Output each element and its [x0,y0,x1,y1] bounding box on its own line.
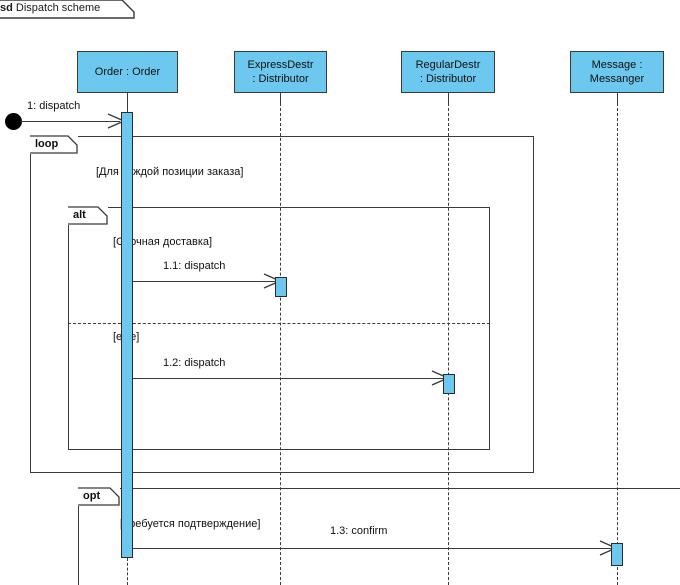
message-label-dispatch-express: 1.1: dispatch [163,260,226,272]
fragment-alt-operator-label: alt [73,209,86,221]
fragment-opt-operator-tab: opt [78,487,120,506]
message-label-dispatch-initial: 1: dispatch [27,100,81,112]
lifeline-line-regular-stub [448,93,449,103]
lifeline-label-messenger-line1: Message : [591,59,643,71]
fragment-opt-guard: [Требуется подтверждение] [120,518,261,530]
message-line-dispatch-regular [133,378,444,379]
activation-bar-order[interactable] [121,112,133,558]
message-label-dispatch-regular: 1.2: dispatch [163,357,226,369]
fragment-opt-operator-label: opt [83,490,101,502]
start-point [5,113,22,130]
lifeline-label-order-line1: Order : Order [94,66,161,78]
fragment-loop[interactable] [30,136,534,473]
fragment-loop-operator-tab: loop [30,135,78,154]
fragment-alt-operand-divider [68,323,490,324]
lifeline-label-messenger-line2: Messanger [589,73,645,85]
frame-title-tab [0,0,135,19]
lifeline-line-express [280,103,281,585]
activation-bar-express[interactable] [275,277,287,297]
lifeline-head-order[interactable]: Order : Order [77,51,178,93]
lifeline-line-express-stub [280,93,281,103]
diagram-title-text: Dispatch scheme [15,2,101,14]
lifeline-line-regular [448,103,449,585]
diagram-kind-keyword: sd [0,2,13,14]
message-label-confirm-messenger: 1.3: confirm [330,525,388,537]
lifeline-line-messenger-stub [617,93,618,103]
lifeline-head-express[interactable]: ExpressDestr : Distributor [234,51,327,93]
fragment-loop-guard: [Для каждой позиции заказа] [96,166,244,178]
activation-bar-regular[interactable] [443,374,455,394]
lifeline-line-order-tail [127,558,128,585]
lifeline-line-messenger [617,103,618,585]
message-line-dispatch-initial [20,121,120,122]
fragment-alt[interactable] [68,207,490,450]
lifeline-head-regular[interactable]: RegularDestr : Distributor [401,51,495,93]
lifeline-label-express-line2: : Distributor [252,73,309,85]
activation-bar-messenger[interactable] [611,543,623,566]
lifeline-label-regular-line1: RegularDestr [415,59,481,71]
lifeline-label-express-line1: ExpressDestr [247,59,314,71]
fragment-loop-operator-label: loop [35,138,59,150]
diagram-title: sd Dispatch scheme [0,2,100,14]
lifeline-line-order [127,93,128,113]
lifeline-head-messenger[interactable]: Message : Messanger [570,51,664,93]
fragment-opt[interactable] [78,488,680,585]
fragment-alt-guard: [Срочная доставка] [113,236,213,248]
lifeline-label-regular-line2: : Distributor [419,73,477,85]
fragment-alt-operator-tab: alt [68,206,108,225]
message-line-dispatch-express [133,281,276,282]
message-line-confirm-messenger [133,548,613,549]
